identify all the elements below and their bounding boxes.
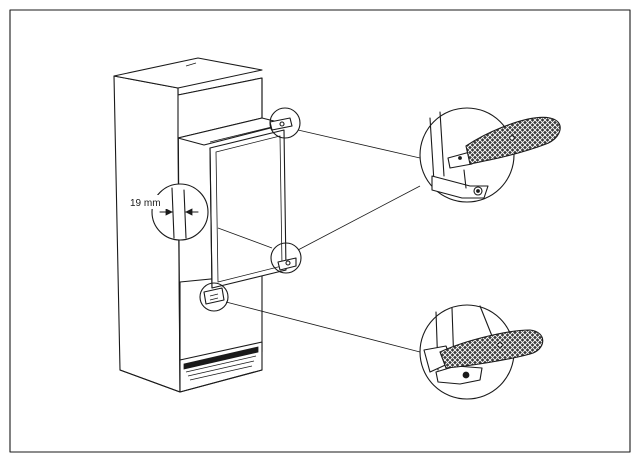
- bottom-hinge: [203, 287, 225, 305]
- measurement-callout: 19 mm: [126, 183, 209, 241]
- figure-frame: [9, 9, 631, 453]
- screwdriver-tool-lower: [439, 329, 544, 369]
- appliance-door: [209, 129, 287, 289]
- detail-view-hinge-lower: [419, 304, 544, 400]
- middle-hinge: [277, 257, 297, 271]
- dimension-label: 19 mm: [130, 198, 161, 209]
- top-hinge: [269, 117, 293, 131]
- screwdriver-tool-upper: [465, 116, 561, 165]
- detail-circle-top: [269, 107, 301, 139]
- detail-circle-middle: [270, 242, 302, 274]
- leader-lines: [225, 129, 421, 353]
- detail-view-hinge-upper: [419, 107, 561, 203]
- detail-circle-bottom: [199, 282, 229, 312]
- ventilation-grille: [183, 346, 259, 381]
